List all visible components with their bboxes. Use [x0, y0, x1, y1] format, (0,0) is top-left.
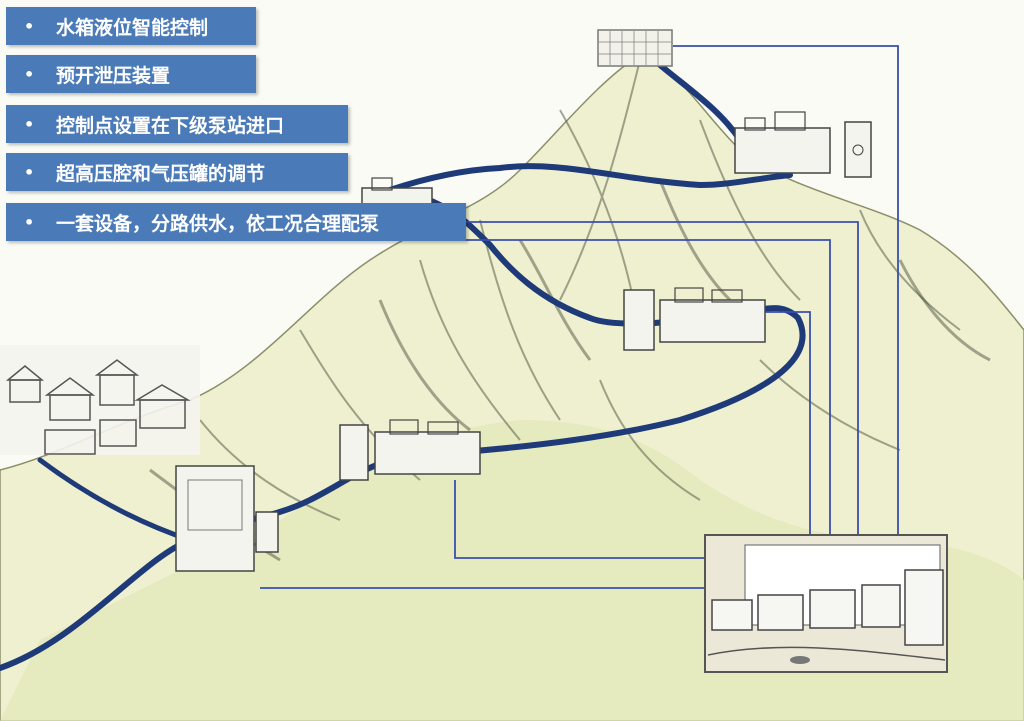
feature-text: 水箱液位智能控制 [56, 16, 209, 39]
feature-text: 控制点设置在下级泵站进口 [56, 114, 285, 137]
bullet-dot-icon: • [24, 16, 35, 36]
bullet-dot-icon: • [24, 162, 35, 182]
control-room-icon [704, 534, 948, 673]
signal-lines [260, 45, 899, 589]
feature-text: 预开泄压装置 [56, 64, 171, 87]
village-feed-pipe [37, 457, 193, 543]
pump-station-icon [734, 111, 872, 178]
feature-text: 超高压腔和气压罐的调节 [56, 162, 266, 185]
rooftop-water-tank-icon [597, 29, 673, 67]
bullet-dot-icon: • [24, 114, 35, 134]
feature-bullet: • 水箱液位智能控制 [6, 7, 256, 45]
pump-station-icon [623, 287, 766, 351]
feature-bullet: • 一套设备，分路供水，依工况合理配泵 [6, 203, 466, 241]
feature-text: 一套设备，分路供水，依工况合理配泵 [56, 212, 380, 235]
village-icon [0, 345, 200, 455]
bullet-dot-icon: • [24, 212, 35, 232]
feature-bullet: • 预开泄压装置 [6, 55, 256, 93]
feature-bullet: • 控制点设置在下级泵站进口 [6, 105, 348, 143]
feature-bullet: • 超高压腔和气压罐的调节 [6, 153, 348, 191]
pump-station-icon [339, 419, 481, 481]
bullet-dot-icon: • [24, 64, 35, 84]
pump-station-icon [175, 465, 279, 572]
